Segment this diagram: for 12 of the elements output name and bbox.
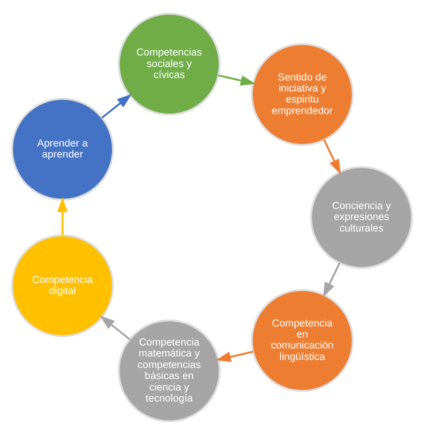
arrow xyxy=(218,74,256,86)
node-circle: Aprender a aprender xyxy=(11,98,114,201)
node-circle: Competencia en comunicación lingüística xyxy=(250,289,354,392)
node-circle: Sentido de iniciativa y espiritu emprendedor xyxy=(250,43,354,146)
arrow xyxy=(57,197,68,236)
arrow xyxy=(323,140,341,174)
arrow xyxy=(216,350,254,362)
node-circle: Competencia matemática y competencias básicas en ciencia y tecnología xyxy=(118,319,221,422)
arrow xyxy=(101,94,132,119)
arrow xyxy=(323,262,340,298)
node-circle: Conciencia y expresiones culturales xyxy=(310,166,413,269)
arrow xyxy=(100,316,130,340)
